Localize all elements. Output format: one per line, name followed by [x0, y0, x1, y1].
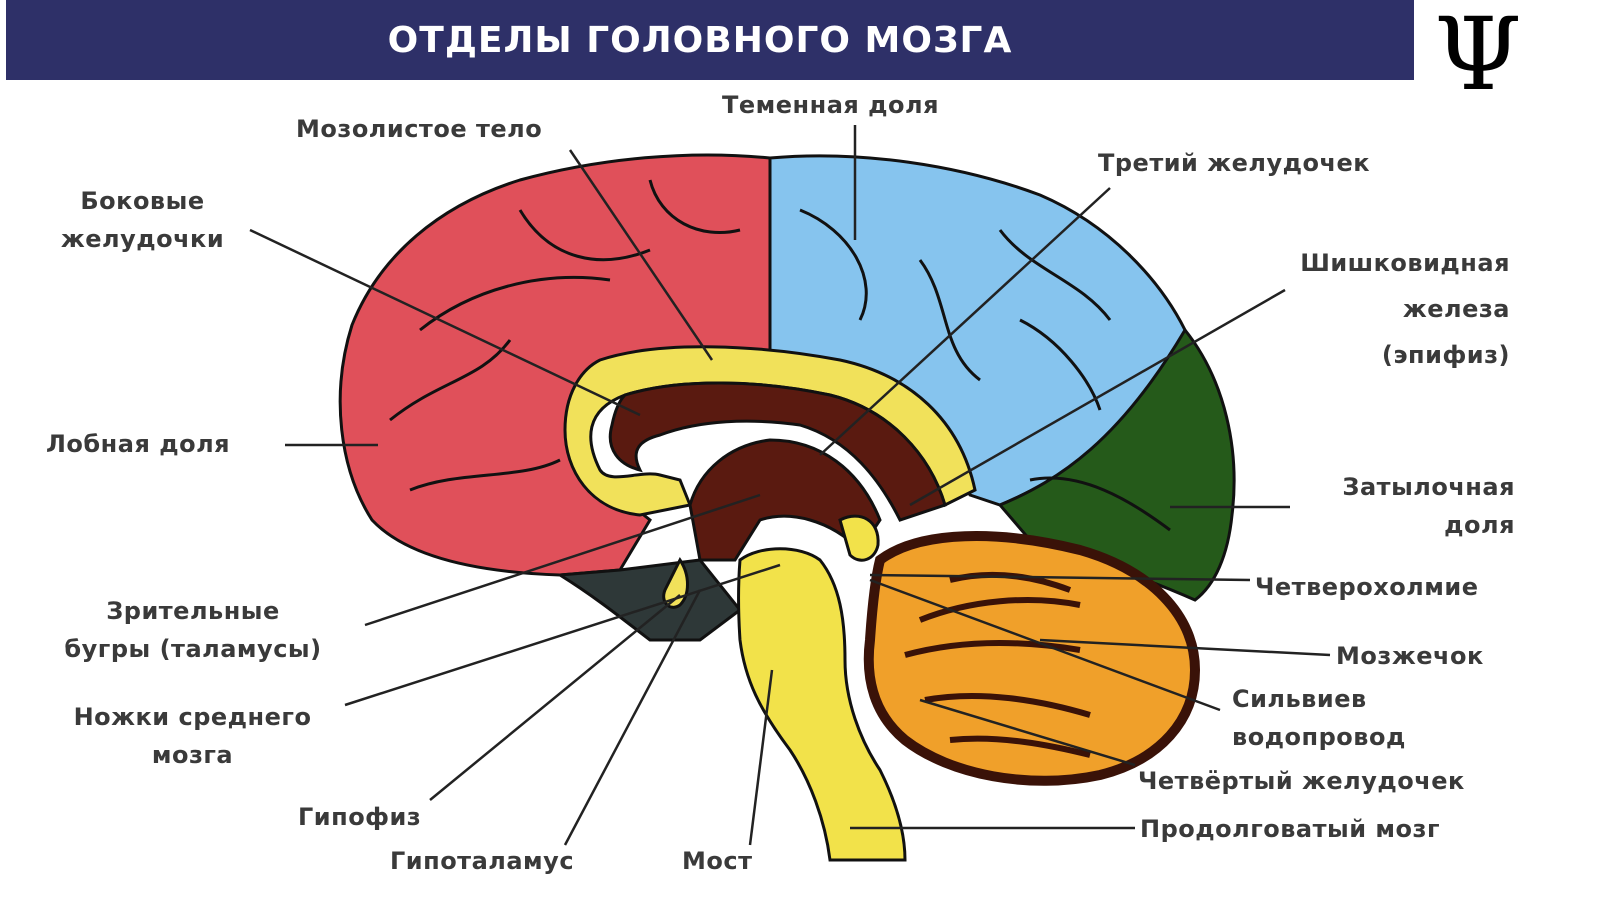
occipital-lobe-shape	[997, 327, 1236, 602]
midbrain-shape	[838, 514, 880, 562]
label-third-ventricle: Третий желудочек	[1098, 149, 1371, 177]
label-corpus-callosum: Мозолистое тело	[296, 115, 543, 143]
brain-stem-shape	[737, 547, 907, 862]
label-fourth-ventricle: Четвёртый желудочек	[1138, 767, 1465, 795]
label-occipital-lobe: Затылочная доля	[1342, 473, 1515, 539]
psi-logo: Ψ	[1434, 0, 1522, 113]
sulci-lines	[389, 179, 1171, 532]
label-hypothalamus: Гипоталамус	[390, 847, 575, 875]
page-title: ОТДЕЛЫ ГОЛОВНОГО МОЗГА	[387, 19, 1013, 61]
title-bar: ОТДЕЛЫ ГОЛОВНОГО МОЗГА	[6, 0, 1414, 80]
label-pineal-gland: Шишковидная железа (эпифиз)	[1300, 249, 1510, 369]
label-midbrain-peduncles: Ножки среднего мозга	[73, 703, 312, 769]
label-quadrigemina: Четверохолмие	[1255, 573, 1479, 601]
label-parietal-lobe: Теменная доля	[722, 91, 940, 119]
leader-lines	[249, 125, 1331, 846]
label-pons: Мост	[682, 847, 753, 875]
label-cerebellum: Мозжечок	[1336, 642, 1484, 670]
thalamus-shape	[688, 438, 882, 562]
label-lateral-ventricles: Боковые желудочки	[60, 187, 225, 253]
label-sylvian-aqueduct: Сильвиев водопровод	[1232, 685, 1406, 751]
label-thalamus: Зрительные бугры (таламусы)	[64, 597, 322, 663]
label-frontal-lobe: Лобная доля	[46, 430, 231, 458]
label-pituitary: Гипофиз	[298, 803, 422, 831]
label-medulla: Продолговатый мозг	[1140, 815, 1440, 843]
